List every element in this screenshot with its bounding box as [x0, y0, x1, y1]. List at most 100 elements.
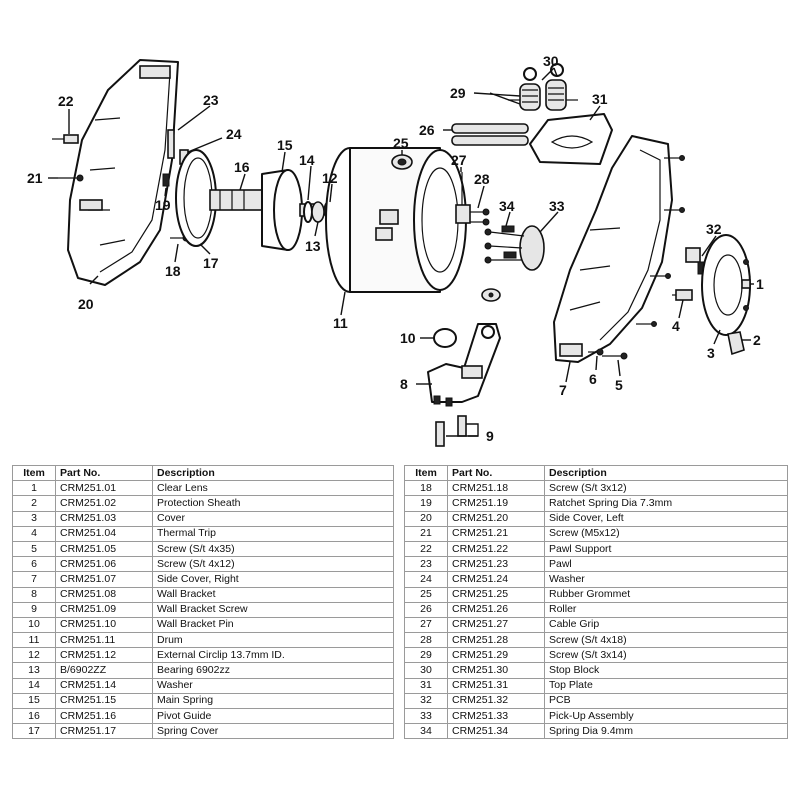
screw-st4x18-part [470, 208, 490, 226]
part-no-cell: CRM251.33 [447, 707, 545, 725]
part-no-cell: CRM251.14 [55, 677, 153, 694]
item-cell: 17 [12, 723, 56, 740]
header-description: Description [152, 464, 394, 482]
screw-m5-part [58, 174, 84, 182]
item-cell: 14 [12, 677, 56, 694]
callout-12: 12 [322, 170, 338, 186]
item-cell: 33 [404, 707, 448, 725]
item-cell: 31 [404, 677, 448, 694]
part-no-cell: CRM251.23 [447, 556, 545, 573]
callout-9: 9 [486, 428, 494, 444]
item-cell: 5 [12, 540, 56, 558]
pawl-support-part [52, 134, 79, 144]
item-cell: 7 [12, 571, 56, 588]
description-cell: Screw (S/t 3x14) [544, 647, 788, 664]
part-no-cell: CRM251.12 [55, 647, 153, 664]
item-cell: 12 [12, 647, 56, 664]
ratchet-spring-part [162, 173, 170, 187]
callout-34: 34 [499, 198, 515, 214]
part-no-cell: CRM251.07 [55, 571, 153, 588]
item-cell: 28 [404, 632, 448, 649]
part-no-cell: CRM251.28 [447, 632, 545, 649]
callout-6: 6 [589, 371, 597, 387]
screw-st4x12-part [588, 348, 604, 356]
item-cell: 26 [404, 601, 448, 618]
item-cell: 1 [12, 480, 56, 497]
part-no-cell: CRM251.29 [447, 647, 545, 664]
item-cell: 27 [404, 616, 448, 634]
description-cell: Washer [152, 677, 394, 694]
description-cell: Main Spring [152, 692, 394, 710]
callout-10: 10 [400, 330, 416, 346]
description-cell: Pick-Up Assembly [544, 707, 788, 725]
cover-screws-part [636, 155, 685, 327]
callout-23: 23 [203, 92, 219, 108]
part-no-cell: CRM251.19 [447, 495, 545, 512]
item-cell: 15 [12, 692, 56, 710]
part-no-cell: CRM251.27 [447, 616, 545, 634]
header-part-no: Part No. [447, 464, 545, 482]
description-cell: Screw (S/t 4x35) [152, 540, 394, 558]
part-no-cell: CRM251.26 [447, 601, 545, 618]
callout-4: 4 [672, 318, 680, 334]
item-cell: 20 [404, 510, 448, 527]
table-header-row: Item Part No. Description [404, 464, 788, 482]
table-header-row: Item Part No. Description [12, 464, 394, 482]
callout-8: 8 [400, 376, 408, 392]
callout-labels: 1 2 3 4 5 6 7 8 9 10 11 12 13 14 15 16 1… [27, 53, 764, 444]
part-no-cell: CRM251.02 [55, 495, 153, 512]
part-no-cell: CRM251.34 [447, 723, 545, 740]
description-cell: Pivot Guide [152, 707, 394, 725]
callout-18: 18 [165, 263, 181, 279]
description-cell: PCB [544, 692, 788, 710]
top-plate-part [529, 113, 613, 165]
item-cell: 24 [404, 571, 448, 588]
springs-part [501, 225, 517, 259]
callout-22: 22 [58, 93, 74, 109]
bearing-part [311, 201, 325, 223]
description-cell: Spring Dia 9.4mm [544, 723, 788, 740]
item-cell: 10 [12, 616, 56, 634]
description-cell: Thermal Trip [152, 525, 394, 542]
small-fitting-part [481, 288, 501, 302]
description-cell: Clear Lens [152, 480, 394, 497]
callout-1: 1 [756, 276, 764, 292]
item-cell: 4 [12, 525, 56, 542]
item-cell: 9 [12, 601, 56, 618]
callout-2: 2 [753, 332, 761, 348]
description-cell: External Circlip 13.7mm ID. [152, 647, 394, 664]
part-no-cell: CRM251.31 [447, 677, 545, 694]
side-cover-left-part [67, 59, 179, 286]
thermal-trip-part [672, 289, 693, 301]
item-cell: 11 [12, 632, 56, 649]
screw-st4x35-part [602, 352, 628, 360]
wall-bracket-screws-part [435, 415, 467, 447]
part-no-cell: CRM251.11 [55, 632, 153, 649]
description-cell: Wall Bracket [152, 586, 394, 603]
description-cell: Side Cover, Right [152, 571, 394, 588]
callout-32: 32 [706, 221, 722, 237]
callout-14: 14 [299, 152, 315, 168]
item-cell: 3 [12, 510, 56, 527]
header-item: Item [12, 464, 56, 482]
